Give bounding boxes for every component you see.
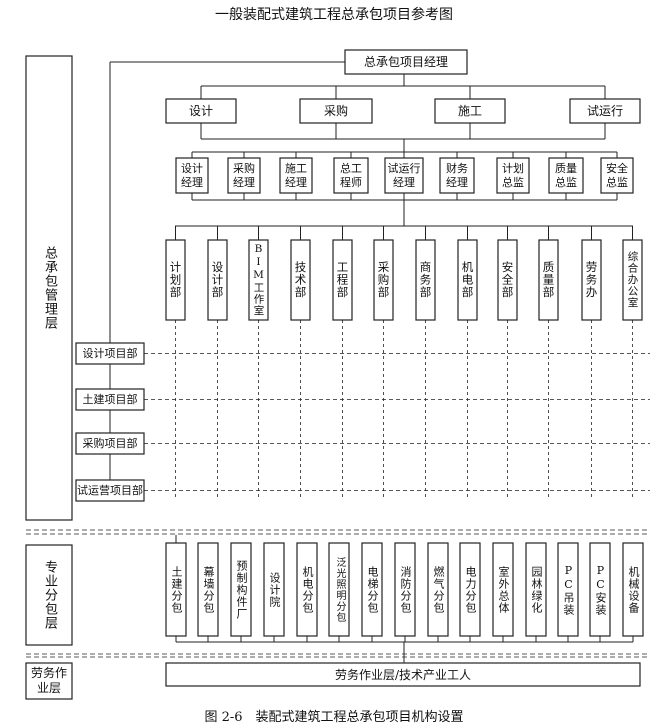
page-title: 一般装配式建筑工程总承包项目参考图: [215, 7, 453, 23]
labor-box: [165, 662, 641, 687]
subcontract-label: PC吊装: [562, 563, 575, 616]
department-label: 设计部: [210, 261, 225, 299]
project-department-label: 试运营项目部: [77, 483, 143, 497]
department-label: 质量部: [541, 261, 556, 299]
layer-label-general: 总承包管理层: [42, 246, 57, 330]
role-box: [548, 157, 584, 194]
subcontract-label: 电梯分包: [366, 565, 379, 614]
function-box: [299, 98, 373, 124]
department-label: 采购部: [376, 261, 391, 299]
role-label: 试运行经理: [387, 161, 421, 189]
department-label: 工程部: [335, 261, 350, 299]
subcontract-label: 燃气分包: [432, 565, 445, 614]
department-label: 商务部: [418, 261, 433, 299]
layer-label-subcontract: 专业分包层: [42, 560, 57, 630]
role-label: 质量总监: [555, 161, 577, 189]
subcontract-label: 室外总体: [497, 565, 510, 614]
subcontract-label: 幕墙分包: [202, 565, 215, 614]
role-label: 安全总监: [606, 161, 628, 189]
subcontract-label: 机电分包: [301, 565, 314, 614]
layer-box-subcontract: [25, 544, 73, 646]
function-box: [165, 98, 237, 124]
labor-label: 劳务作业层/技术产业工人: [334, 667, 472, 682]
subcontract-label: 土建分包: [170, 565, 183, 614]
project-department-label: 设计项目部: [82, 346, 138, 360]
function-label: 采购: [323, 104, 348, 118]
department-label: BIM工作室: [252, 243, 265, 317]
subcontract-label: 泛光照明分包: [334, 556, 345, 623]
figure-caption: 图 2-6 装配式建筑工程总承包项目机构设置: [204, 710, 464, 725]
layer-box-labor: [25, 662, 73, 700]
subcontract-label: 设计院: [268, 571, 281, 608]
function-label: 施工: [457, 104, 482, 118]
department-label: 计划部: [168, 261, 183, 299]
subcontract-label: 机械设备: [627, 565, 640, 614]
role-label: 财务经理: [446, 161, 468, 189]
role-label: 总工程师: [340, 161, 362, 189]
role-box: [279, 157, 313, 194]
department-label: 机电部: [460, 261, 475, 299]
role-label: 采购经理: [233, 161, 255, 189]
role-box: [333, 157, 369, 194]
subcontract-label: 消防分包: [399, 565, 412, 614]
layer-box-general: [25, 55, 73, 521]
role-box: [227, 157, 261, 194]
subcontract-label: 园林绿化: [530, 565, 543, 614]
manager-label: 总承包项目经理: [363, 55, 448, 69]
function-label: 设计: [188, 104, 213, 118]
department-label: 技术部: [293, 261, 308, 299]
department-label: 劳务办: [584, 261, 599, 299]
role-box: [175, 157, 209, 194]
project-department-label: 采购项目部: [82, 436, 138, 450]
subcontract-label: 电力分包: [464, 565, 477, 614]
function-label: 试运行: [586, 104, 623, 118]
role-label: 设计经理: [181, 161, 203, 189]
layer-label-labor: 劳务作业层: [30, 666, 67, 695]
function-box: [569, 98, 641, 124]
subcontract-label: PC安装: [594, 563, 607, 616]
role-box: [600, 157, 634, 194]
role-label: 施工经理: [285, 161, 307, 189]
role-box: [384, 157, 424, 194]
department-label: 安全部: [500, 261, 515, 299]
project-department-label: 土建项目部: [82, 392, 138, 406]
department-label: 综合办公室: [626, 251, 639, 309]
subcontract-label: 预制构件厂: [235, 559, 248, 620]
role-label: 计划总监: [502, 161, 524, 189]
role-box: [496, 157, 530, 194]
